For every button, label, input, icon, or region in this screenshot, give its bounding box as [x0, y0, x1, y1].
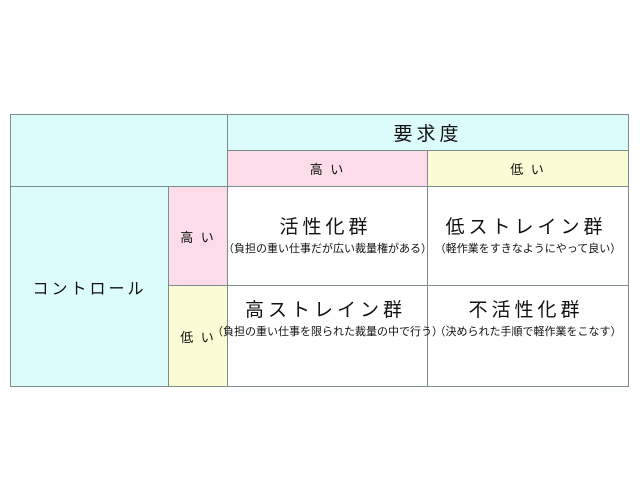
cell-high-strain-group: 高ストレイン群 （負担の重い仕事を限られた裁量の中で行う）	[212, 285, 443, 387]
cell-passive-group: 不活性化群 （決められた手順で軽作業をこなす）	[426, 285, 630, 387]
data-row-control-high: コントロール 高 い 活性化群 （負担の重い仕事だが広い裁量権がある） 低ストレ…	[10, 186, 630, 387]
cell-content: 活性化群 （負担の重い仕事だが広い裁量権がある）	[223, 187, 432, 285]
row-level-high: 高 い	[168, 186, 228, 286]
cell-content: 高ストレイン群 （負担の重い仕事を限られた裁量の中で行う）	[212, 286, 443, 386]
cell-content: 低ストレイン群 （軽作業をすきなようにやって良い）	[428, 187, 628, 285]
row-axis-title: コントロール	[10, 186, 169, 387]
cell-content: 不活性化群 （決められた手順で軽作業をこなす）	[428, 286, 628, 386]
column-axis-title: 要求度	[226, 114, 630, 151]
cell-title: 活性化群	[279, 216, 372, 238]
column-level-high: 高 い	[227, 150, 428, 187]
cell-note: （軽作業をすきなようにやって良い）	[434, 242, 622, 255]
cell-title: 高ストレイン群	[244, 300, 406, 321]
row-level-low: 低 い	[168, 285, 228, 387]
matrix-corner-cell	[10, 114, 228, 187]
cell-active-group: 活性化群 （負担の重い仕事だが広い裁量権がある）	[223, 186, 432, 286]
cell-title: 低ストレイン群	[445, 216, 607, 238]
header-row-demand-title: 要求度	[10, 114, 630, 187]
header-row-demand-levels: 高 い 低 い	[11, 150, 630, 187]
demand-control-matrix: 要求度 高 い 低 い コントロール 高 い 活性化群 （負担の重い仕事だが広い…	[10, 114, 630, 387]
cell-title: 不活性化群	[468, 300, 584, 321]
cell-note: （決められた手順で軽作業をこなす）	[434, 325, 622, 338]
column-level-low: 低 い	[426, 150, 630, 187]
data-row-control-low: 低 い 高ストレイン群 （負担の重い仕事を限られた裁量の中で行う） 不活性化群 …	[11, 285, 630, 387]
cell-low-strain-group: 低ストレイン群 （軽作業をすきなようにやって良い）	[426, 186, 630, 286]
cell-note: （負担の重い仕事だが広い裁量権がある）	[223, 242, 432, 255]
cell-note: （負担の重い仕事を限られた裁量の中で行う）	[212, 325, 443, 338]
